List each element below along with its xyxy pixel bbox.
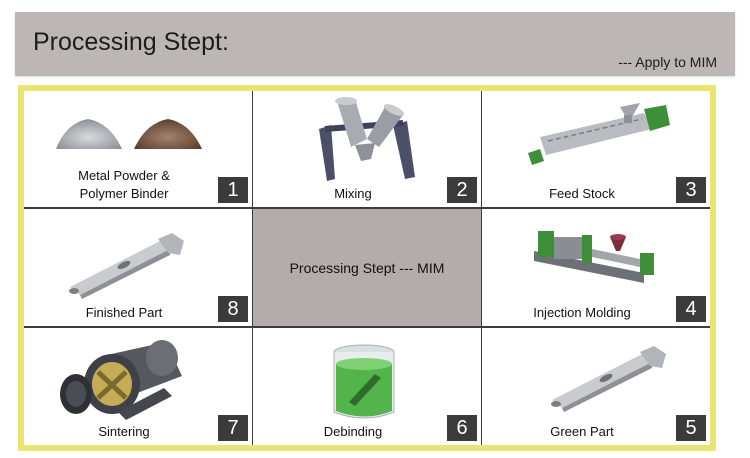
step-1-label: Metal Powder & Polymer Binder xyxy=(24,167,224,203)
step-2-label: Mixing xyxy=(334,186,372,201)
debinding-beaker-icon xyxy=(333,344,395,419)
sintering-furnace-icon xyxy=(60,340,182,420)
green-part-icon xyxy=(551,346,666,412)
step-5-number-badge: 5 xyxy=(676,415,706,441)
step-6-cell: Debinding 6 xyxy=(253,328,481,445)
step-8-number-badge: 8 xyxy=(218,296,248,322)
v-mixer-icon xyxy=(319,97,415,181)
step-4-number-badge: 4 xyxy=(676,296,706,322)
page-title: Processing Stept: xyxy=(33,28,229,56)
step-7-number-badge: 7 xyxy=(218,415,248,441)
step-3-cell: Feed Stock 3 xyxy=(482,91,710,207)
step-5-label: Green Part xyxy=(550,424,614,439)
step-1-number-badge: 1 xyxy=(218,177,248,203)
step-8-label: Finished Part xyxy=(85,305,163,320)
step-1-cell: Metal Powder & Polymer Binder 1 xyxy=(24,91,252,207)
step-2-cell: Mixing 2 xyxy=(253,91,481,207)
finished-part-icon xyxy=(69,233,184,299)
step-5-cell: Green Part 5 xyxy=(482,328,710,445)
header-banner: Processing Stept: --- Apply to MIM xyxy=(15,12,735,76)
extruder-icon xyxy=(528,103,670,165)
page-subtitle: --- Apply to MIM xyxy=(618,54,717,70)
process-grid: Metal Powder & Polymer Binder 1 Mixing xyxy=(24,91,710,445)
powder-piles-icon xyxy=(56,119,202,149)
step-3-number-badge: 3 xyxy=(676,177,706,203)
step-1-label-line2: Polymer Binder xyxy=(79,186,169,201)
process-grid-frame: Metal Powder & Polymer Binder 1 Mixing xyxy=(18,85,716,451)
step-6-label: Debinding xyxy=(323,424,383,439)
step-4-cell: Injection Molding 4 xyxy=(482,209,710,326)
step-7-cell: Sintering 7 xyxy=(24,328,252,445)
step-7-label: Sintering xyxy=(98,424,150,439)
step-4-label: Injection Molding xyxy=(533,305,631,320)
step-8-cell: Finished Part 8 xyxy=(24,209,252,326)
injection-machine-icon xyxy=(534,231,654,283)
step-2-number-badge: 2 xyxy=(447,177,477,203)
step-6-number-badge: 6 xyxy=(447,415,477,441)
step-3-label: Feed Stock xyxy=(549,186,615,201)
step-1-label-line1: Metal Powder & xyxy=(78,168,170,183)
center-title: Processing Stept --- MIM xyxy=(289,259,445,276)
center-title-cell: Processing Stept --- MIM xyxy=(253,209,481,326)
